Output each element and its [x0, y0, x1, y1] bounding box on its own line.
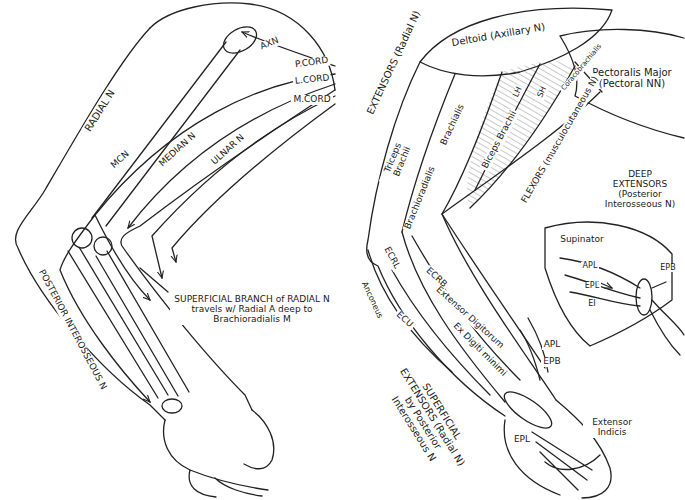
muscle-group-label: FLEXORS (musculocutaneous N) — [519, 73, 602, 207]
muscle-label: Extensor Indicis — [583, 418, 642, 438]
muscle-label: ECRL — [381, 244, 403, 273]
muscle-label: Supinator — [558, 235, 606, 245]
arm-outline — [150, 3, 335, 90]
muscle-label: ECU — [392, 309, 415, 331]
leader-line — [598, 282, 666, 288]
muscle-head-label: SH — [536, 83, 550, 100]
muscle-label: Triceps Brachii — [379, 131, 418, 188]
nerve-label: RADIAL N — [82, 85, 118, 134]
muscle-group-label: SUPERFICIAL EXTENSORS (Radial N) by Post… — [376, 356, 479, 484]
muscle-label: Brachioradialis — [402, 163, 438, 232]
muscle-head-label: LH — [511, 84, 525, 101]
median-nerve — [152, 96, 335, 278]
muscle-group-label: DEEP EXTENSORS (Posterior Interosseous N… — [598, 170, 682, 210]
nerve-label: AXN — [257, 35, 282, 53]
wrist-bone — [162, 399, 182, 413]
muscle-label: Brachialis — [438, 101, 467, 148]
cord-label: L.CORD — [292, 73, 331, 87]
inset-hand — [650, 300, 684, 355]
nerve-label: ULNAR N — [208, 131, 248, 168]
radial-nerve — [60, 74, 335, 402]
muscle-label: EPB — [658, 264, 677, 273]
muscle-border — [402, 62, 602, 232]
muscle-label: EPL — [583, 282, 601, 291]
muscle-label: EI — [586, 300, 597, 309]
inset-outline — [545, 222, 672, 346]
muscle-label: Deltoid (Axillary N) — [448, 20, 547, 48]
pectoralis-outline — [560, 29, 684, 138]
musculocutaneous-nerve — [128, 84, 335, 228]
muscle-label: EPL — [512, 435, 532, 445]
arm-outline — [442, 92, 600, 400]
elbow-condyle — [94, 237, 112, 255]
humerus — [92, 42, 240, 226]
deep-extensor-tendon — [560, 258, 640, 306]
arm-outline — [367, 62, 505, 416]
nerve-label: POSTERIOR INTEROSSEOUS N — [35, 267, 109, 394]
hand-outline — [504, 400, 611, 498]
ulna-bone — [68, 247, 168, 398]
muscle-label: Pectoralis Major (Pectoral NN) — [590, 67, 674, 89]
hand-outline — [164, 410, 274, 497]
wrist-band — [499, 386, 556, 435]
muscle-label: EPB — [541, 357, 562, 367]
nerve-label: MEDIAN N — [156, 130, 199, 170]
muscle-label: APL — [581, 262, 600, 271]
superficial-radial-nerve — [95, 215, 150, 300]
cord-label: P.CORD — [293, 55, 331, 70]
ulnar-nerve — [172, 104, 335, 262]
nerve-label: MCN — [107, 148, 132, 172]
muscle-label: APL — [542, 340, 563, 350]
cord-label: M.CORD — [291, 95, 332, 105]
callout-note: SUPERFICIAL BRANCH of RADIAL N travels w… — [170, 295, 334, 325]
humeral-head — [219, 21, 261, 58]
muscle-label: Biceps Brachii — [480, 108, 520, 172]
muscle-label: Anconeus — [359, 279, 385, 322]
elbow-condyle — [72, 228, 92, 248]
muscle-group-label: EXTENSORS (Radial N) — [363, 7, 422, 118]
leader-line — [140, 268, 168, 292]
